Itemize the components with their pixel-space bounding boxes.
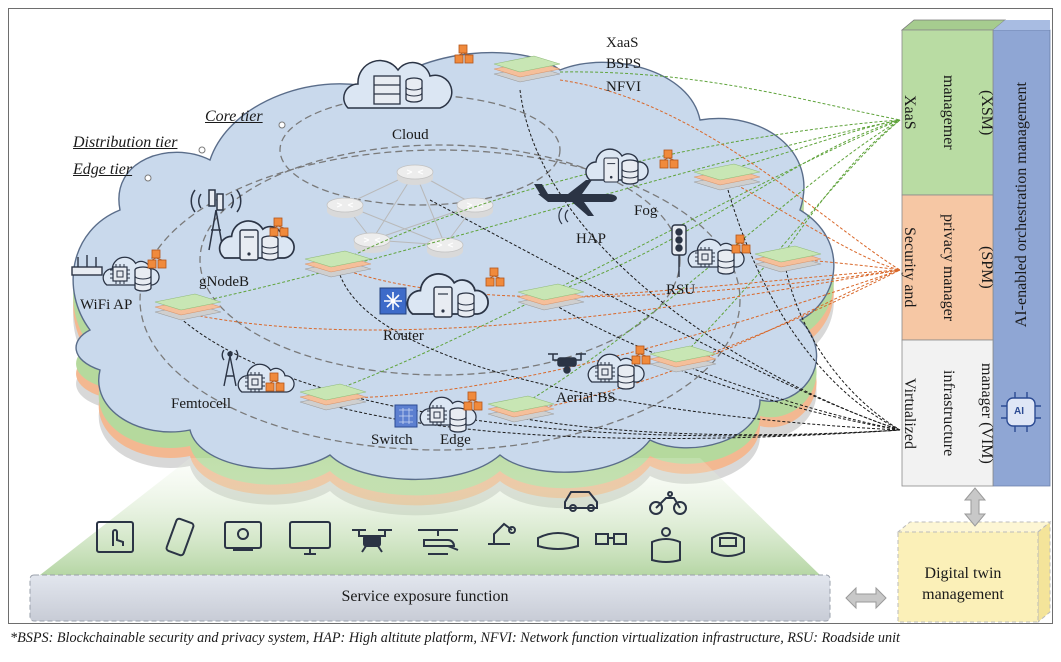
wifi-ap-label: WiFi AP xyxy=(80,297,133,313)
figure-frame xyxy=(8,8,1053,624)
footnote: *BSPS: Blockchainable security and priva… xyxy=(10,630,900,646)
spm-links xyxy=(179,79,901,413)
gnodeb-label: gNodeB xyxy=(199,274,249,290)
fog-label: Fog xyxy=(634,203,658,219)
tier-rings xyxy=(139,94,741,451)
wifi-ap-node xyxy=(71,249,167,292)
gnodeb-node xyxy=(190,189,295,261)
router-node xyxy=(379,267,505,318)
femtocell-node xyxy=(221,349,295,393)
digital-twin-box xyxy=(896,520,1052,624)
manager-stack xyxy=(900,19,1051,487)
nfvi-label: NFVI xyxy=(606,79,642,95)
tier-pointers xyxy=(144,121,286,182)
router-label: Router xyxy=(383,328,424,344)
service-exposure-label: Service exposure function xyxy=(341,588,509,605)
arrows xyxy=(845,487,987,610)
rsu-label: RSU xyxy=(666,282,696,298)
hap-plane-icon xyxy=(534,180,617,225)
xaas-label: XaaS xyxy=(606,35,639,51)
hap-label: HAP xyxy=(576,231,607,247)
aerial-bs-label: Aerial BS xyxy=(556,390,616,406)
switch-label: Switch xyxy=(371,432,413,448)
aerial-bs-node xyxy=(548,345,651,390)
orchestration-block: AI-enabled orchestration management xyxy=(1012,82,1030,328)
core-tier-label: Core tier xyxy=(205,108,263,125)
edge-label: Edge xyxy=(440,432,471,448)
femtocell-label: Femtocell xyxy=(171,396,231,412)
distribution-tier-label: Distribution tier xyxy=(73,134,178,151)
service-projection xyxy=(40,458,820,575)
cloud-datacenter xyxy=(343,59,453,109)
ai-badge: AI xyxy=(1014,406,1024,417)
rsu-node xyxy=(671,224,751,277)
bsps-label: BSPS xyxy=(606,56,642,72)
switch-edge-node xyxy=(394,391,483,433)
device-icons xyxy=(96,491,745,563)
edge-tier-label: Edge tier xyxy=(73,161,133,178)
service-exposure-box xyxy=(29,574,831,622)
cloud-label: Cloud xyxy=(392,127,429,143)
